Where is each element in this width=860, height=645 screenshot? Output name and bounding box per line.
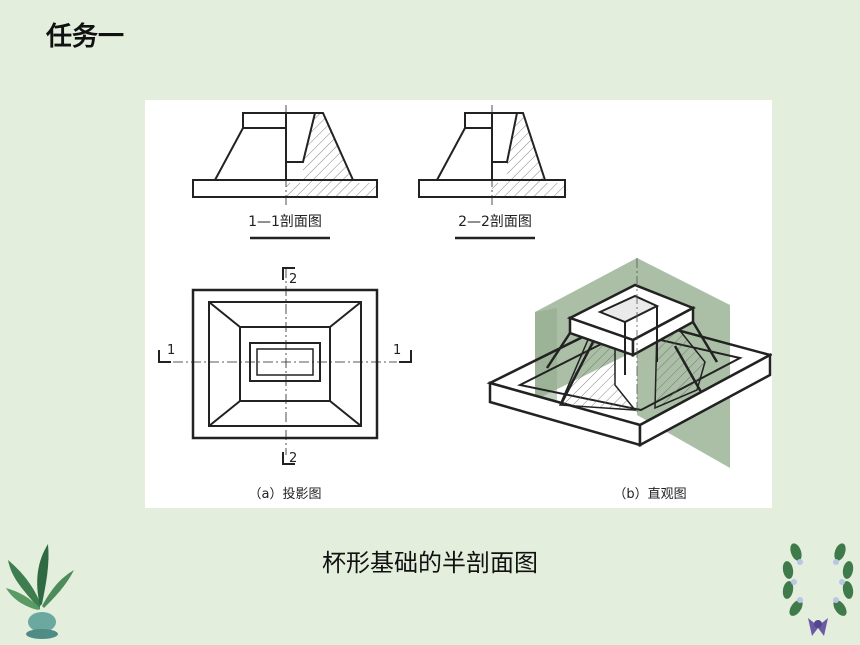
section-1-1-view <box>192 105 378 205</box>
section-2-2-view <box>418 105 566 205</box>
section-2-2-label: 2—2剖面图 <box>458 214 532 230</box>
foundation-drawing: 1—1剖面图 2—2剖面图 <box>158 105 772 502</box>
sub-caption-a: （a）投影图 <box>249 486 322 502</box>
figure-panel: 1—1剖面图 2—2剖面图 <box>145 100 772 508</box>
slide-title: 任务一 <box>46 22 125 52</box>
isometric-view <box>486 258 772 468</box>
slide-caption: 杯形基础的半剖面图 <box>322 549 538 577</box>
cut-mark-2-top: 2 <box>289 272 297 287</box>
sub-caption-b: （b）直观图 <box>613 487 686 502</box>
cut-mark-1-right: 1 <box>393 343 401 358</box>
cut-mark-1-left: 1 <box>167 343 175 358</box>
plan-view <box>158 267 412 465</box>
section-1-1-label: 1—1剖面图 <box>248 214 322 230</box>
laurel-wreath-icon <box>782 543 854 636</box>
cut-mark-2-bottom: 2 <box>289 451 297 466</box>
palm-plant-icon <box>6 544 74 639</box>
